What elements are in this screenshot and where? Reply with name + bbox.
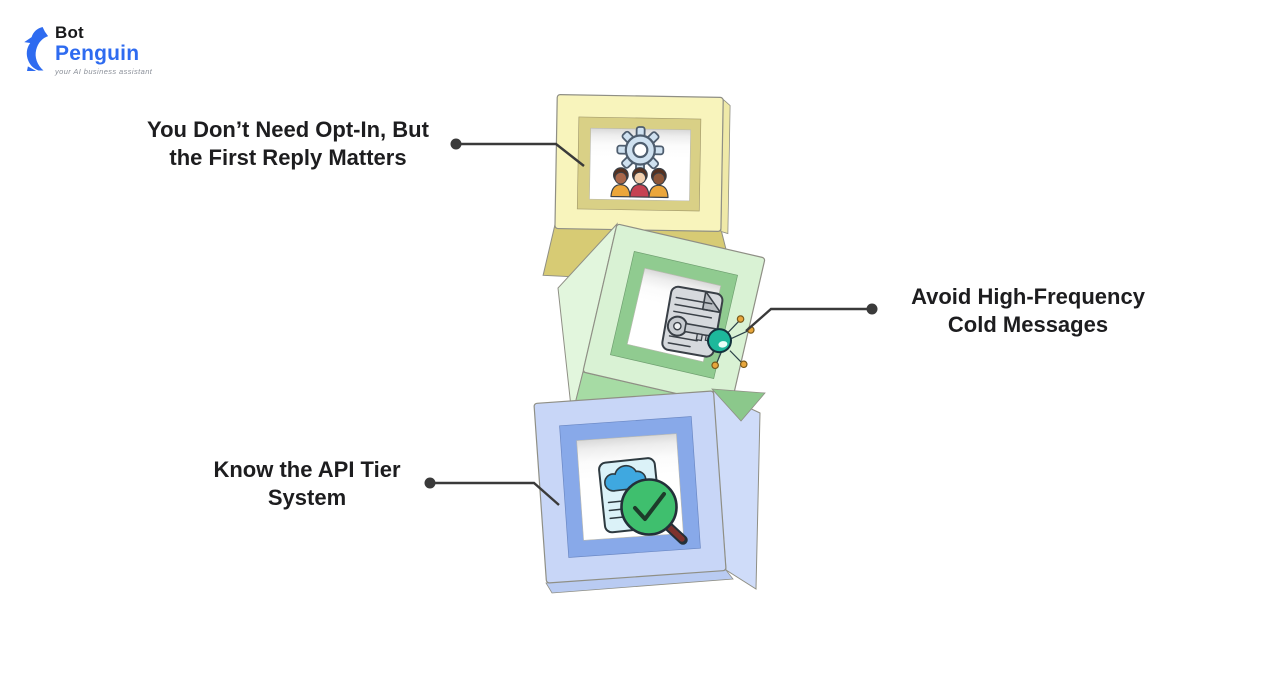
step-label-3: Know the API Tier System [213, 457, 401, 510]
connector-dot-2 [866, 303, 878, 315]
penguin-icon [24, 27, 49, 71]
connector-line-1 [456, 142, 585, 167]
botpenguin-logo: Bot Penguin your AI business assistant [16, 24, 152, 76]
document-check-magnifier-icon [598, 457, 688, 545]
logo-text-bot: Bot [55, 23, 84, 42]
gear-team-icon [610, 126, 669, 199]
step-label-2: Avoid High-Frequency Cold Messages [911, 284, 1145, 337]
connector-dot-3 [424, 477, 436, 489]
logo-text-penguin: Penguin [55, 42, 140, 65]
person-middle-icon [629, 167, 650, 198]
logo-tagline: your AI business assistant [55, 67, 153, 76]
block-blue-api-tier [533, 390, 761, 594]
step-label-1: You Don’t Need Opt-In, But the First Rep… [147, 117, 429, 170]
document-key-icon [661, 285, 755, 370]
block-green-cold-messages [557, 222, 766, 433]
person-right-icon [648, 167, 669, 199]
connector-dot-1 [450, 138, 462, 150]
block-green-corner-tip [711, 388, 766, 422]
connector-line-2 [745, 307, 872, 332]
person-left-icon [610, 167, 631, 198]
connector-line-3 [430, 481, 560, 506]
